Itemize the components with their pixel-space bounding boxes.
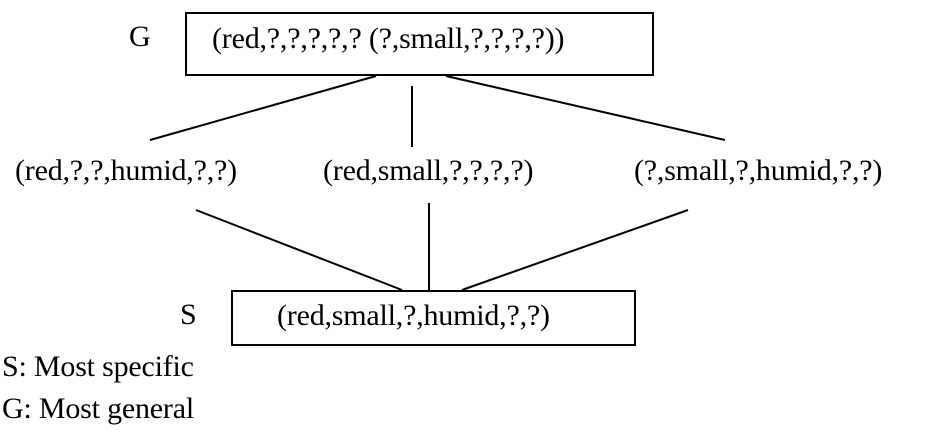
edge-g-to-right — [445, 75, 726, 141]
edge-g-to-left — [149, 75, 377, 141]
edge-right-to-s — [461, 209, 689, 291]
middle-hypothesis-left: (red,?,?,humid,?,?) — [15, 154, 237, 187]
general-boundary-hypothesis: (red,?,?,?,?,? (?,small,?,?,?,?)) — [212, 22, 565, 55]
specific-boundary-box: (red,small,?,humid,?,?) — [231, 290, 636, 346]
general-boundary-label: G — [129, 20, 151, 53]
general-boundary-box: (red,?,?,?,?,? (?,small,?,?,?,?)) — [185, 12, 654, 76]
middle-hypothesis-right: (?,small,?,humid,?,?) — [634, 154, 883, 187]
middle-hypothesis-center: (red,small,?,?,?,?) — [323, 154, 534, 187]
edge-left-to-s — [195, 209, 403, 291]
legend-specific: S: Most specific — [2, 350, 194, 383]
legend-general: G: Most general — [2, 392, 194, 425]
specific-boundary-label: S — [180, 298, 197, 331]
specific-boundary-hypothesis: (red,small,?,humid,?,?) — [277, 299, 550, 332]
